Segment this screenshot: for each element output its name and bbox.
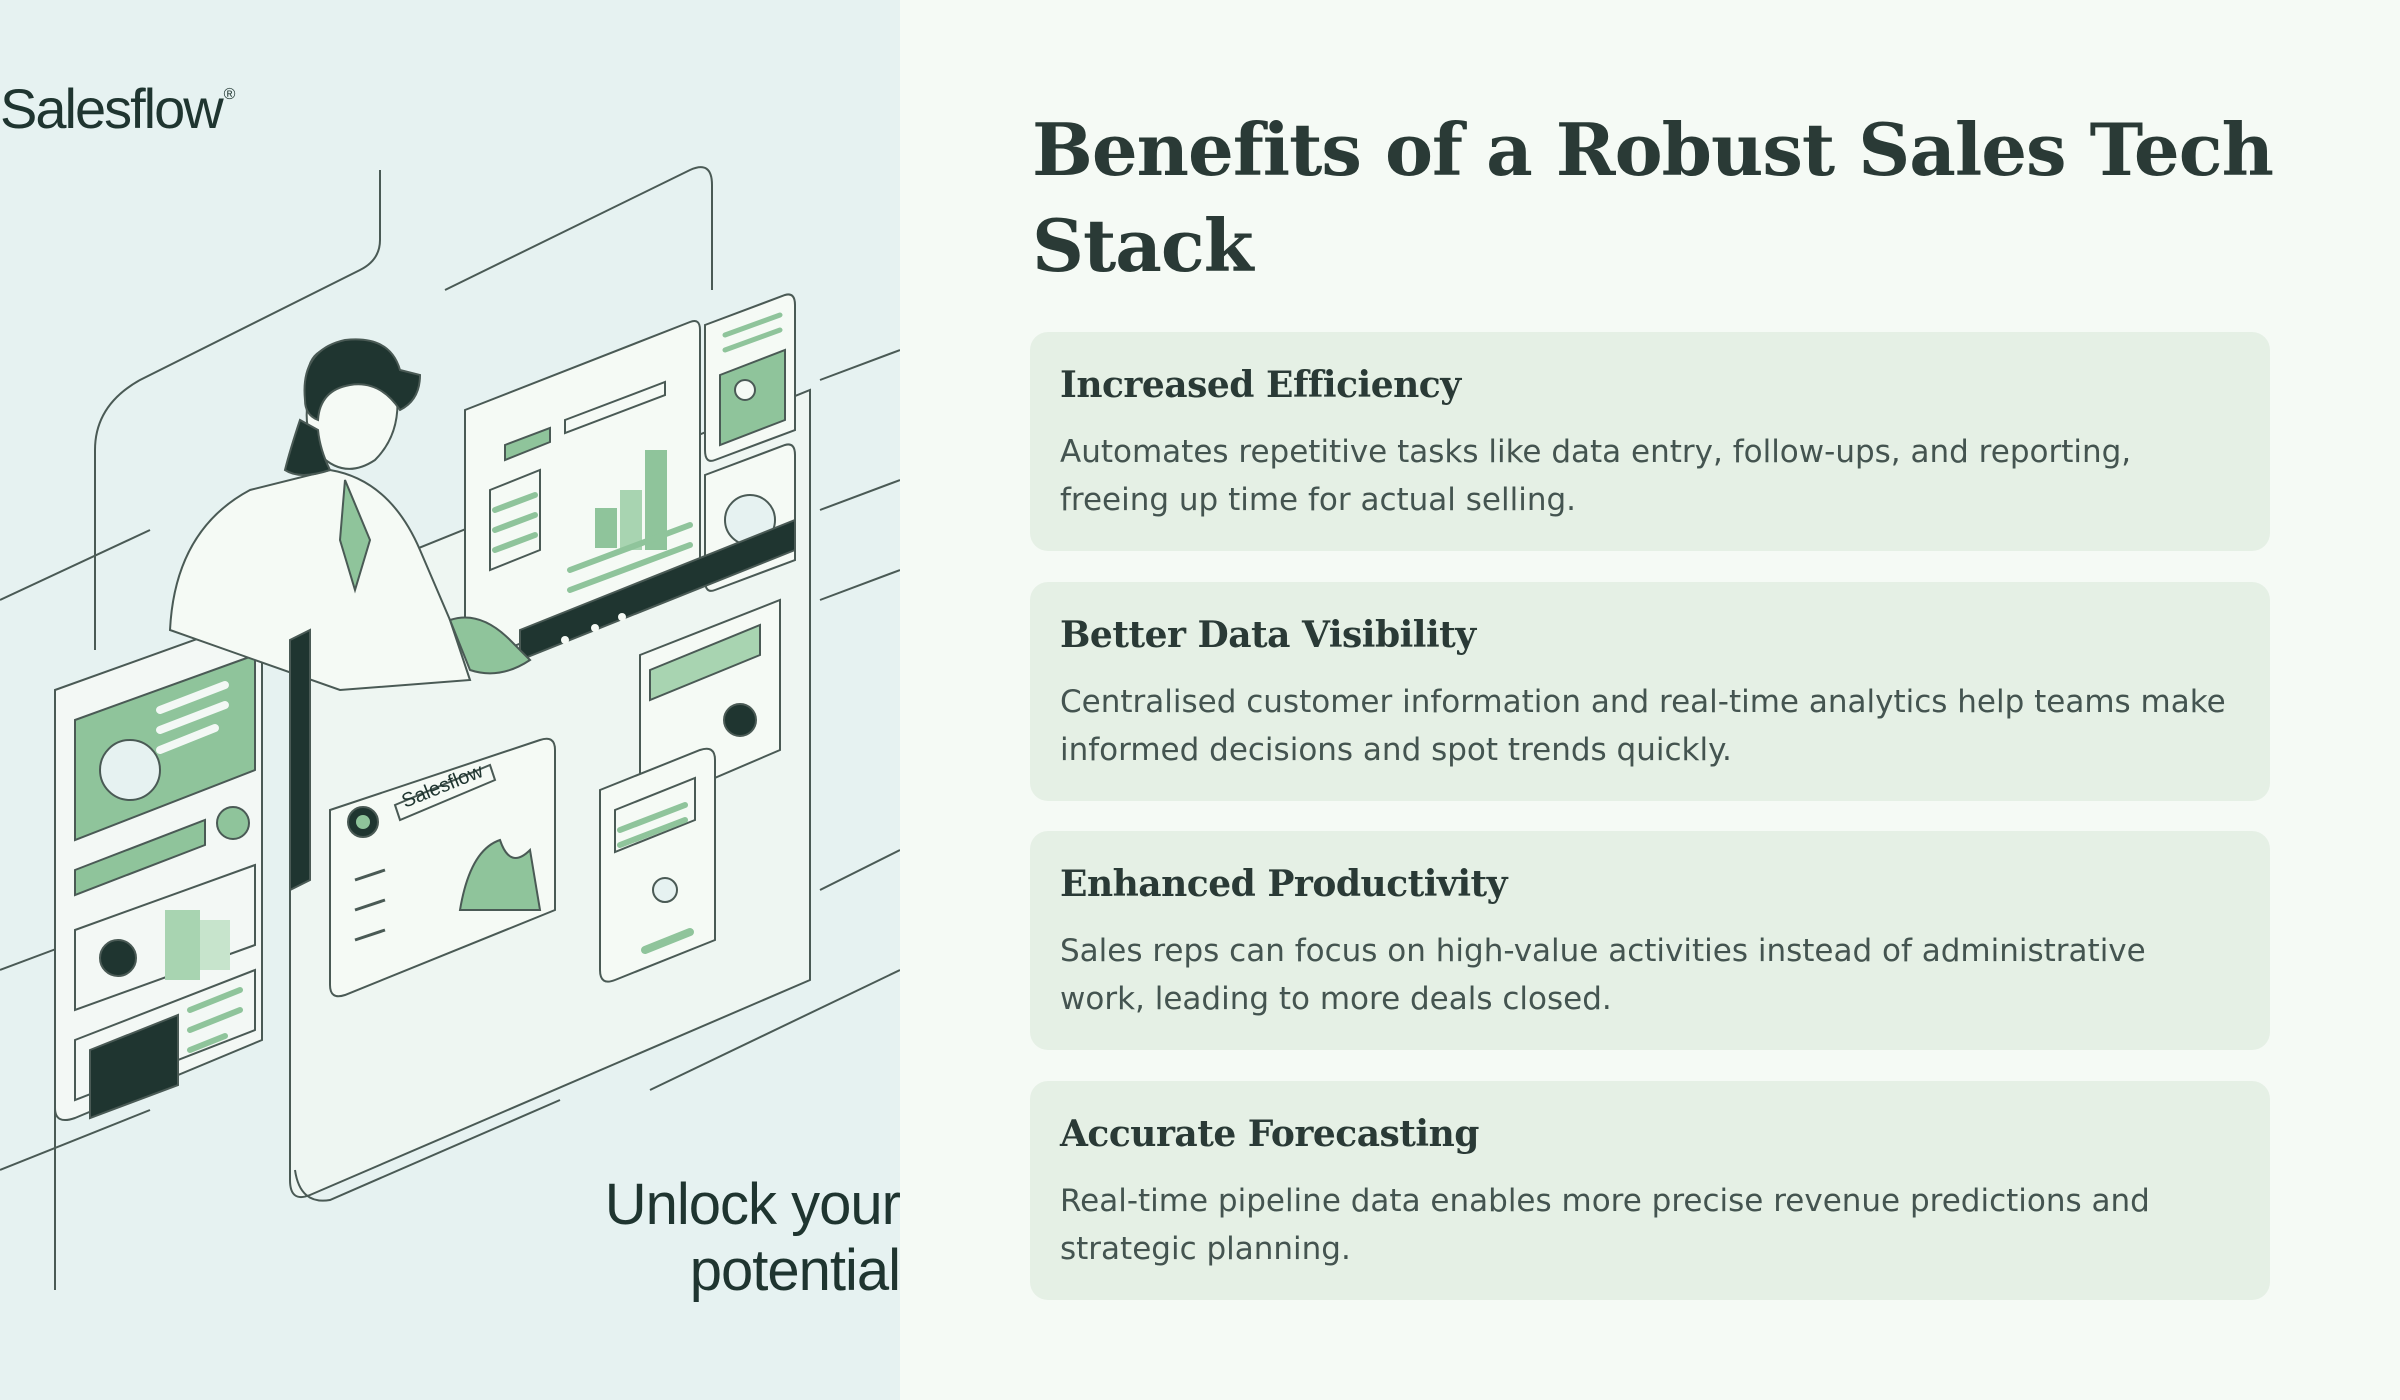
tagline-line-1: Unlock your [604, 1172, 900, 1237]
right-panel: Benefits of a Robust Sales Tech Stack In… [900, 0, 2400, 1400]
avatar-icon [99, 939, 137, 977]
pie-chart-icon [99, 739, 161, 801]
tagline-line-2: potential [689, 1238, 900, 1303]
benefit-card-better-data-visibility: Better Data Visibility Centralised custo… [1030, 582, 2270, 801]
benefit-card-accurate-forecasting: Accurate Forecasting Real-time pipeline … [1030, 1081, 2270, 1300]
benefit-description: Real-time pipeline data enables more pre… [1060, 1183, 2150, 1267]
brand-registered-mark: ® [223, 86, 236, 103]
tagline: Unlock your potential [605, 1172, 900, 1304]
left-panel: Salesflow® [0, 0, 900, 1400]
brand-name: Salesflow [0, 77, 224, 140]
benefit-card-increased-efficiency: Increased Efficiency Automates repetitiv… [1030, 332, 2270, 551]
bar-chart-icon [165, 910, 200, 980]
line-chart-icon [458, 838, 542, 911]
brand-logo: Salesflow® [0, 76, 236, 141]
benefit-description: Centralised customer information and rea… [1060, 684, 2226, 768]
benefit-title: Accurate Forecasting [1060, 1113, 1479, 1155]
benefit-description: Sales reps can focus on high-value activ… [1060, 933, 2146, 1017]
sales-dashboard-illustration: Salesflow [0, 166, 900, 1290]
benefit-description: Automates repetitive tasks like data ent… [1060, 434, 2132, 518]
benefit-title: Better Data Visibility [1060, 614, 1476, 656]
benefit-card-enhanced-productivity: Enhanced Productivity Sales reps can foc… [1030, 831, 2270, 1050]
page-title: Benefits of a Robust Sales Tech Stack [1032, 107, 2274, 288]
benefit-title: Increased Efficiency [1060, 364, 1461, 406]
benefit-title: Enhanced Productivity [1060, 863, 1508, 905]
